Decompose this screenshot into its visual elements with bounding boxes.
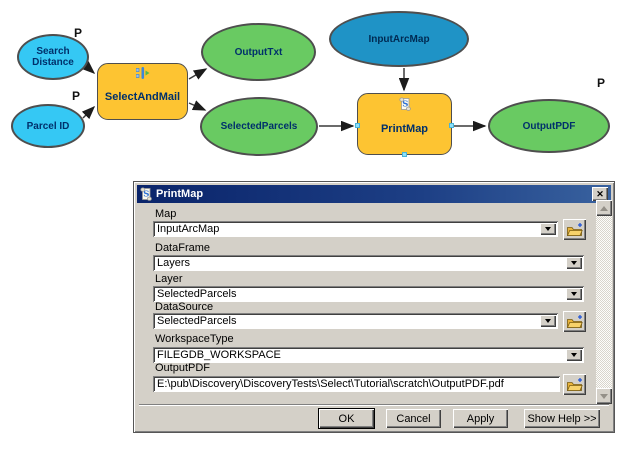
print-map-dialog: S PrintMap ✕ Map InputArcMap DataFrame L… xyxy=(133,181,615,433)
field-label-map: Map xyxy=(155,208,177,220)
field-label-dataframe: DataFrame xyxy=(155,242,211,254)
script-icon: S xyxy=(398,97,411,114)
browse-button-datasource[interactable] xyxy=(563,311,586,332)
node-print-map[interactable]: S PrintMap xyxy=(355,93,454,157)
node-label: InputArcMap xyxy=(368,33,430,45)
chevron-down-icon[interactable] xyxy=(540,223,556,235)
node-label: Parcel ID xyxy=(26,120,70,132)
param-badge-search-distance: P xyxy=(74,26,83,40)
node-label: SelectedParcels xyxy=(220,121,298,132)
scroll-up-icon[interactable] xyxy=(596,200,612,216)
connect-handle-bottom[interactable] xyxy=(402,152,407,157)
ok-button[interactable]: OK xyxy=(319,409,374,428)
separator xyxy=(139,404,609,406)
node-input-arc-map[interactable]: InputArcMap xyxy=(329,11,469,67)
chevron-down-icon[interactable] xyxy=(566,288,582,300)
chevron-down-icon[interactable] xyxy=(566,349,582,361)
close-icon[interactable]: ✕ xyxy=(592,187,608,201)
combo-value: SelectedParcels xyxy=(157,315,237,327)
scrollbar-track[interactable] xyxy=(596,216,612,388)
node-parcel-id[interactable]: Parcel ID xyxy=(11,104,85,148)
field-label-workspacetype: WorkspaceType xyxy=(155,333,234,345)
open-folder-icon xyxy=(566,377,583,391)
map-combobox[interactable]: InputArcMap xyxy=(153,221,558,237)
combo-value: SelectedParcels xyxy=(157,288,237,300)
open-folder-icon xyxy=(566,222,583,236)
show-help-button[interactable]: Show Help >> xyxy=(524,409,600,428)
apply-button[interactable]: Apply xyxy=(453,409,508,428)
dialog-title: PrintMap xyxy=(156,188,204,200)
dataframe-combobox[interactable]: Layers xyxy=(153,255,584,271)
field-label-outputpdf: OutputPDF xyxy=(155,362,211,374)
node-search-distance[interactable]: Search Distance xyxy=(17,34,89,80)
svg-text:S: S xyxy=(143,190,149,200)
workspacetype-combobox[interactable]: FILEGDB_WORKSPACE xyxy=(153,347,584,363)
node-label: SelectAndMail xyxy=(104,90,181,103)
cancel-button[interactable]: Cancel xyxy=(386,409,441,428)
dialog-scrollbar[interactable] xyxy=(596,200,612,404)
layer-combobox[interactable]: SelectedParcels xyxy=(153,286,584,302)
field-label-layer: Layer xyxy=(155,273,183,285)
combo-value: InputArcMap xyxy=(157,223,220,235)
combo-value: Layers xyxy=(157,257,191,269)
node-selected-parcels[interactable]: SelectedParcels xyxy=(200,97,318,156)
node-output-pdf[interactable]: OutputPDF xyxy=(488,99,610,153)
chevron-down-icon[interactable] xyxy=(566,257,582,269)
outputpdf-textfield[interactable]: E:\pub\Discovery\DiscoveryTests\Select\T… xyxy=(153,376,560,392)
open-folder-icon xyxy=(566,314,583,328)
combo-value: FILEGDB_WORKSPACE xyxy=(157,349,281,361)
chevron-down-icon[interactable] xyxy=(540,315,556,327)
script-icon: S xyxy=(140,187,152,201)
datasource-combobox[interactable]: SelectedParcels xyxy=(153,313,558,329)
node-label: Search Distance xyxy=(32,46,74,68)
field-label-datasource: DataSource xyxy=(155,301,214,313)
scroll-down-icon[interactable] xyxy=(596,388,612,404)
node-select-and-mail[interactable]: SelectAndMail xyxy=(97,63,188,120)
node-output-txt[interactable]: OutputTxt xyxy=(201,23,316,81)
param-badge-output-pdf: P xyxy=(597,76,606,90)
node-label: PrintMap xyxy=(380,123,429,135)
param-badge-parcel-id: P xyxy=(72,89,81,103)
dialog-titlebar[interactable]: S PrintMap ✕ xyxy=(137,185,611,203)
field-value: E:\pub\Discovery\DiscoveryTests\Select\T… xyxy=(157,378,504,390)
model-icon xyxy=(135,67,150,82)
connect-handle-left[interactable] xyxy=(355,123,360,128)
node-label: OutputPDF xyxy=(522,120,576,132)
node-label: OutputTxt xyxy=(234,46,283,58)
connect-handle-right[interactable] xyxy=(449,123,454,128)
browse-button-outputpdf[interactable] xyxy=(563,374,586,395)
browse-button-map[interactable] xyxy=(563,219,586,240)
svg-text:S: S xyxy=(402,100,408,110)
